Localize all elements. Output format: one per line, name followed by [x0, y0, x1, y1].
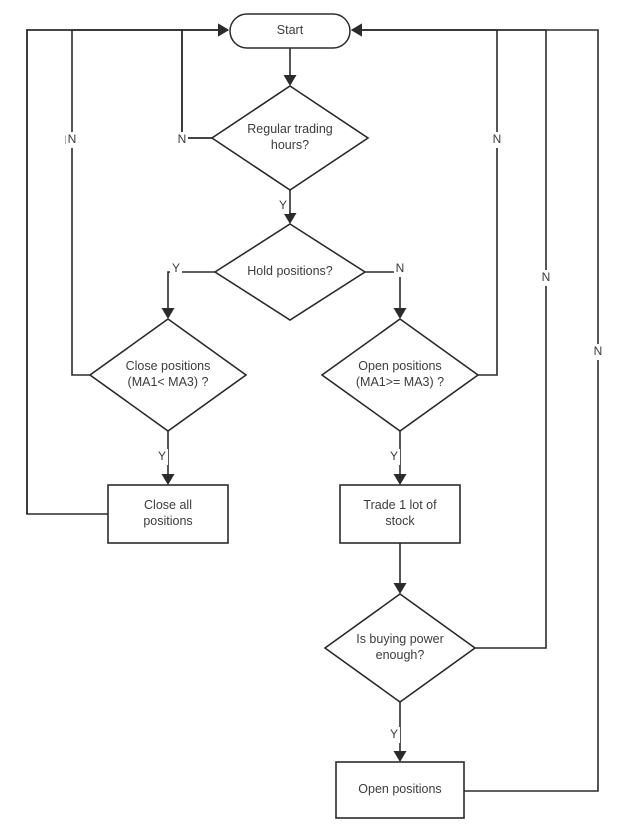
- edge-regular-hours-yes-to-hold: Y: [277, 190, 297, 224]
- edge-label-open-check-yes-to-trade: Y: [390, 449, 398, 463]
- decision-shape: [323, 593, 477, 703]
- node-start[interactable]: Start: [229, 13, 351, 49]
- edge-label-regular-hours-no-bus: N: [178, 132, 187, 146]
- decision-shape: [210, 85, 370, 191]
- edge-path: [26, 29, 223, 515]
- edge-regular-hours-no-bus: N: [176, 23, 229, 148]
- decision-shape: [88, 318, 248, 432]
- arrowhead-icon: [393, 474, 407, 485]
- edge-label-backdrop: [592, 344, 604, 360]
- edge-label-backdrop: [170, 261, 182, 277]
- edge-label-buying-power-no-to-start: N: [542, 270, 551, 284]
- edge-label-backdrop: [394, 261, 406, 277]
- process-shape: [335, 761, 465, 819]
- edge-path: [357, 29, 498, 376]
- decision-shape: [320, 318, 480, 432]
- edge-path: [357, 29, 599, 792]
- edges-layer: NNYYNNYNYNYN: [26, 23, 604, 792]
- edge-open-check-no-to-start: N: [351, 23, 503, 376]
- edge-path: [181, 29, 223, 139]
- edge-label-hold-no-to-open-check: N: [396, 261, 405, 275]
- arrowhead-icon: [161, 308, 175, 319]
- edge-close-all-to-start: [26, 23, 229, 515]
- node-hold-positions[interactable]: Hold positions?: [213, 223, 367, 321]
- arrowhead-icon: [161, 474, 175, 485]
- edge-hold-yes-to-close-check: Y: [161, 261, 215, 319]
- node-label-open-positions-check: Open positions(MA1>= MA3) ?: [356, 359, 444, 389]
- edge-path: [167, 271, 215, 313]
- edge-label-close-check-yes-to-close-all: Y: [158, 449, 166, 463]
- node-open-positions-check[interactable]: Open positions(MA1>= MA3) ?: [320, 318, 480, 432]
- edge-close-check-no-to-start: N: [66, 23, 229, 376]
- arrowhead-icon: [393, 308, 407, 319]
- arrowhead-icon: [283, 75, 297, 86]
- node-label-close-positions-check: Close positions(MA1< MA3) ?: [126, 359, 211, 389]
- edge-hold-no-to-open-check: N: [365, 261, 407, 319]
- edge-label-regular-hours-yes-to-hold: Y: [279, 198, 287, 212]
- edge-label-backdrop: [176, 132, 188, 148]
- process-shape: [107, 484, 229, 544]
- arrowhead-icon: [283, 213, 297, 224]
- arrowhead-icon: [393, 583, 407, 594]
- edge-label-backdrop: [540, 270, 552, 286]
- edge-label-close-check-no-to-start: N: [68, 132, 77, 146]
- edge-trade-to-buying-power: [393, 543, 407, 594]
- edge-label-open-positions-to-start: N: [594, 344, 603, 358]
- edge-label-backdrop: [156, 449, 168, 465]
- edge-close-check-yes-to-close-all: Y: [156, 431, 175, 485]
- edge-label-buying-power-yes-to-open: Y: [390, 727, 398, 741]
- edge-path: [71, 29, 223, 376]
- node-close-positions-check[interactable]: Close positions(MA1< MA3) ?: [88, 318, 248, 432]
- edge-buying-power-yes-to-open: Y: [388, 702, 407, 762]
- terminator-shape: [229, 13, 351, 49]
- arrowhead-icon: [393, 751, 407, 762]
- node-label-open-positions: Open positions: [358, 782, 441, 796]
- node-label-start: Start: [277, 23, 304, 37]
- arrowhead-icon: [218, 23, 229, 37]
- process-shape: [339, 484, 461, 544]
- node-open-positions[interactable]: Open positions: [335, 761, 465, 819]
- edge-label-backdrop: [388, 449, 400, 465]
- edge-label-open-check-no-to-start: N: [493, 132, 502, 146]
- arrowhead-icon: [351, 23, 362, 37]
- edge-label-hold-yes-to-close-check: Y: [172, 261, 180, 275]
- edge-open-check-yes-to-trade: Y: [388, 431, 407, 485]
- edge-label-backdrop: [491, 132, 503, 148]
- edge-start-to-regular-hours: [283, 48, 297, 86]
- edge-label-backdrop: [277, 198, 289, 214]
- node-label-hold-positions: Hold positions?: [247, 264, 333, 278]
- edge-path: [365, 271, 401, 313]
- edge-label-backdrop: [388, 727, 400, 743]
- edge-label-backdrop: [66, 132, 78, 148]
- decision-shape: [213, 223, 367, 321]
- edge-open-positions-to-start: N: [351, 23, 604, 792]
